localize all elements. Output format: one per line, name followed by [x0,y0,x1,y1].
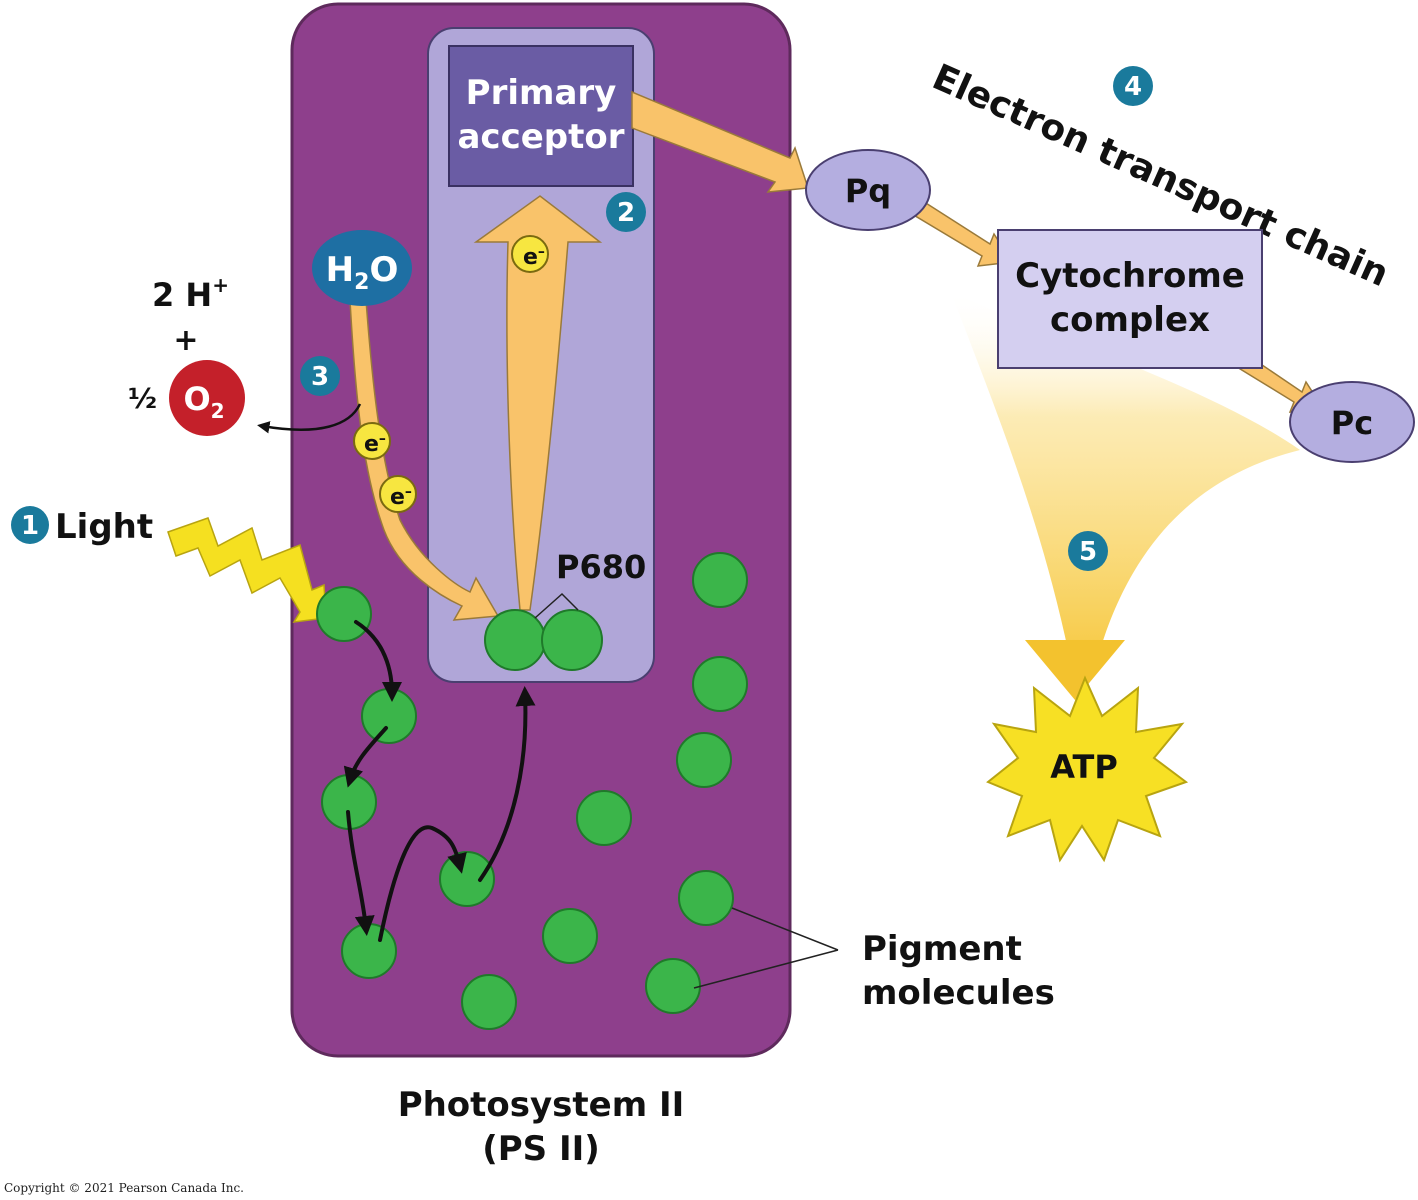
transfer-arrow [354,620,402,702]
electron-1: e– [353,422,391,460]
pigment-molecule [461,974,517,1030]
svg-text:e–: e– [390,484,412,510]
primary-acceptor-box [448,45,634,187]
step-1-badge [11,506,49,544]
pigment-molecule [439,851,495,907]
light-label: Light [55,507,153,547]
step-1-number: 1 [21,511,39,541]
protons-label: 2 H+ [152,273,229,314]
pigment-label-line1: Pigment [862,929,1022,969]
p680-to-acceptor-arrow [473,195,603,611]
step-2-badge [606,192,646,232]
photosystem-label-line2: (PS II) [482,1129,600,1169]
atp-label: ATP [1050,748,1118,786]
pigment-label-line2: molecules [862,973,1055,1013]
pigment-molecule [341,923,397,979]
pigment-pointer-lines [693,907,839,989]
p680-chlorophyll-b [541,609,603,671]
cytochrome-label-line2: complex [1050,300,1210,340]
step-2-number: 2 [617,198,635,228]
step-3-number: 3 [311,362,329,392]
pigment-molecule [692,552,748,608]
transfer-arrow [478,686,536,882]
acceptor-to-pq-arrow [631,90,810,193]
oxygen-molecule [169,360,245,436]
step-3-badge [300,356,340,396]
pigment-molecule [576,790,632,846]
p680-pointer [534,592,579,619]
oxygen-release-arrow [257,403,362,434]
plastoquinone [805,149,931,231]
pigment-molecule [361,688,417,744]
primary-acceptor-label-line1: Primary [466,73,617,113]
pq-to-cytochrome-arrow [911,196,1014,267]
plus-sign: + [173,323,198,358]
pigment-molecules [316,552,748,1030]
step-4-number: 4 [1124,72,1142,102]
transfer-arrow [343,726,388,788]
transfer-arrow [346,810,375,936]
atp-starburst [986,675,1189,863]
step-5-badge [1068,531,1108,571]
atp-energy-glow [950,290,1300,650]
p680-label: P680 [556,548,646,586]
water-molecule [312,230,412,306]
pigment-molecule [542,908,598,964]
svg-text:e–: e– [523,244,545,270]
oxygen-label: O2 [183,380,224,423]
photosystem-label-line1: Photosystem II [398,1085,685,1125]
half-label: ½ [128,382,157,415]
pigment-molecule [678,870,734,926]
step-5-number: 5 [1079,537,1097,567]
cytochrome-label-line1: Cytochrome [1015,256,1245,296]
step-4-badge [1113,66,1153,106]
electron-2: e– [379,475,417,513]
transfer-arrow [378,825,467,942]
electron-up: e– [511,235,549,273]
water-label: H2O [326,250,399,295]
pc-label: Pc [1331,404,1373,442]
pigment-molecule [676,732,732,788]
pigment-molecule [692,656,748,712]
primary-acceptor-label-line2: acceptor [457,117,624,157]
pq-label: Pq [845,172,891,210]
cytochrome-complex-box [997,229,1263,369]
copyright-notice: Copyright © 2021 Pearson Canada Inc. [4,1181,244,1195]
pigment-molecule [316,586,372,642]
svg-text:e–: e– [364,431,386,457]
energy-transfer-arrows [343,620,536,942]
pigment-molecule [645,958,701,1014]
atp-glow-arrowhead [1025,640,1125,700]
p680-chlorophyll-a [484,609,546,671]
plastocyanin [1289,381,1415,463]
lightning-bolt [167,517,327,623]
